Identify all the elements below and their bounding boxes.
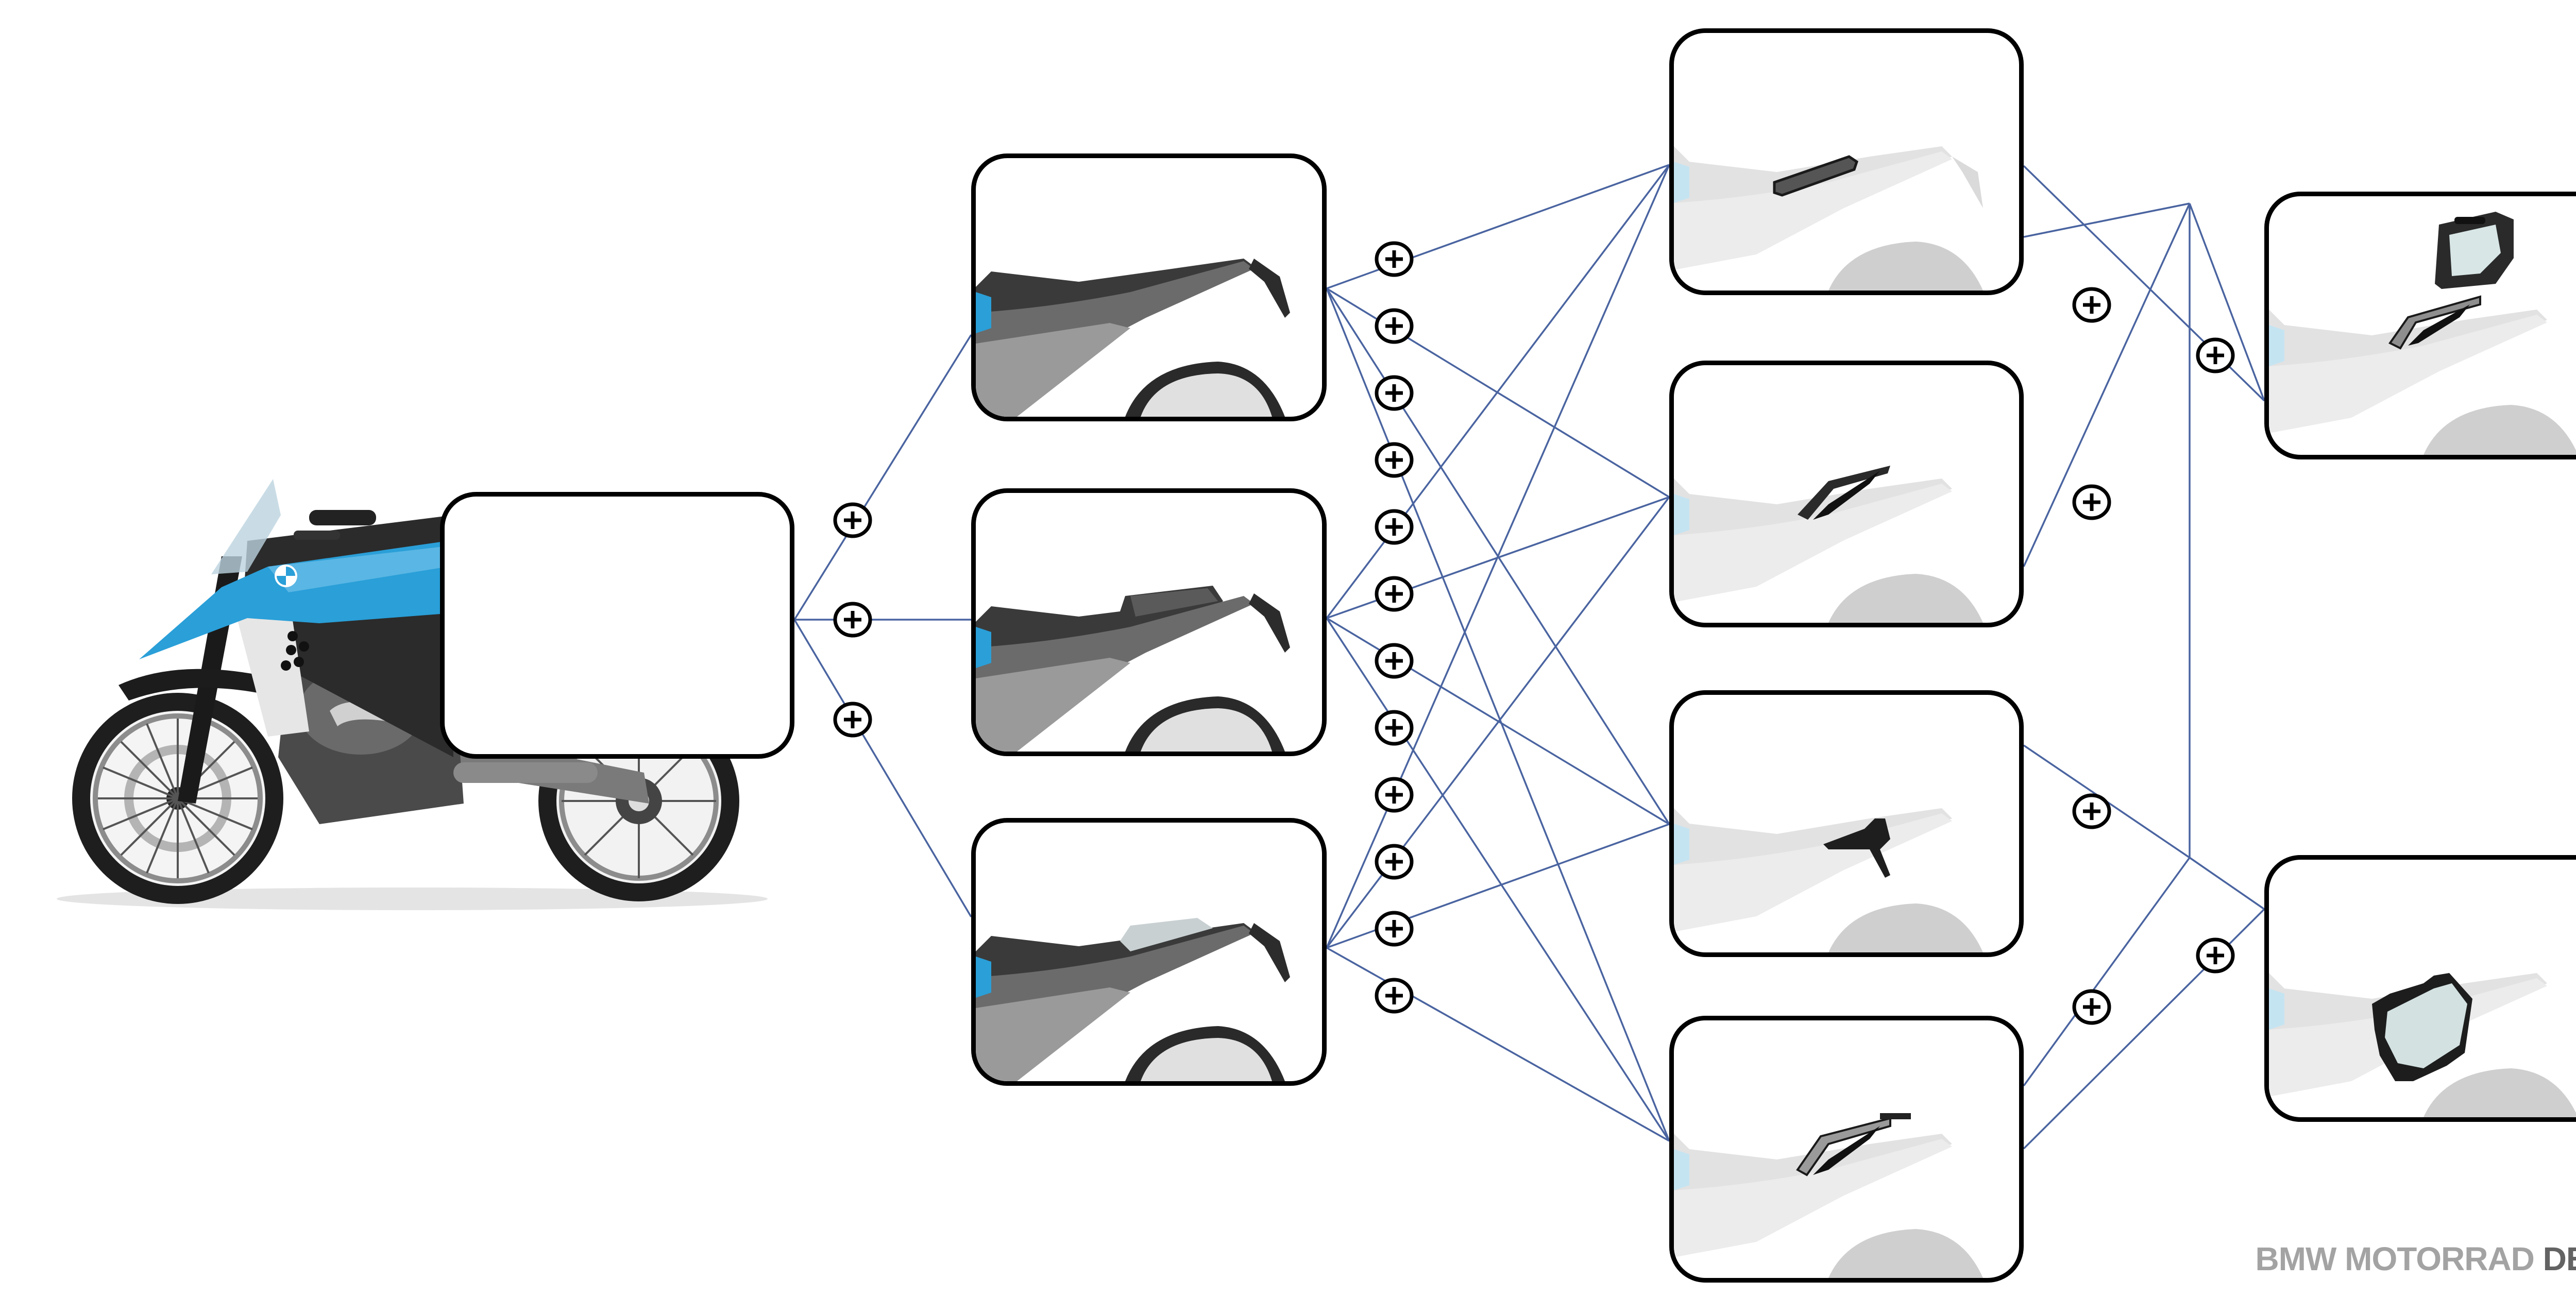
plus-operator-icon [833, 602, 872, 638]
low-grab-handle-illustration [1674, 146, 1983, 291]
edge-l1-c-l2-d [1326, 947, 1670, 1142]
plus-operator-icon [2072, 989, 2111, 1025]
plus-operator-icon [1375, 777, 1414, 813]
root-config-box[interactable] [440, 492, 794, 759]
side-pannier-illustration [2269, 973, 2576, 1117]
level3-box-b[interactable] [2264, 855, 2576, 1122]
brand-dark-text: DESIGN [2543, 1240, 2576, 1277]
level1-box-a[interactable] [971, 153, 1327, 421]
edge-l1-a-l2-a [1326, 164, 1670, 289]
plus-operator-icon [2196, 937, 2235, 974]
raised-pillion-seat-illustration [976, 586, 1290, 752]
edge-l1-c-l2-a [1326, 164, 1670, 948]
plus-operator-icon [1375, 978, 1414, 1014]
level2-box-b[interactable] [1669, 361, 2024, 627]
rear-seat-grey-insert-illustration [976, 918, 1290, 1081]
front-wheel [72, 693, 283, 904]
plus-operator-icon [1375, 710, 1414, 746]
plus-operator-icon [1375, 241, 1414, 277]
plus-operator-icon [1375, 911, 1414, 947]
plus-operator-icon [1375, 442, 1414, 478]
level3-box-a[interactable] [2264, 192, 2576, 459]
edge-l1-b-l2-d [1326, 618, 1670, 1141]
edge-l2-b-trunk [2023, 203, 2191, 567]
edge-l1-b-l2-a [1326, 164, 1670, 619]
plus-operator-icon [833, 502, 872, 538]
edge-trunk-l3-a [2189, 203, 2265, 401]
plus-operator-icon [2072, 287, 2111, 323]
plus-operator-icon [2196, 337, 2235, 373]
level1-box-c[interactable] [971, 818, 1327, 1086]
edge-l2-d-trunk [2023, 857, 2191, 1087]
brand-wordmark: BMW MOTORRAD DESIGN [2255, 1240, 2576, 1278]
black-luggage-rack-illustration [1674, 466, 1983, 623]
operator-layer [833, 241, 2235, 1025]
plus-operator-icon [2072, 793, 2111, 829]
plus-operator-icon [2072, 484, 2111, 520]
chrome-luggage-rack-illustration [1674, 1113, 1983, 1278]
brand-light-text: BMW MOTORRAD [2255, 1240, 2534, 1277]
plus-operator-icon [833, 702, 872, 738]
edge-trunk-l3-b [2189, 857, 2265, 910]
tail-light-holder-illustration [1674, 808, 1983, 952]
plus-operator-icon [1375, 308, 1414, 344]
plus-operator-icon [1375, 844, 1414, 880]
edge-root-l1-c [793, 619, 972, 917]
edge-l1-a-l2-d [1326, 288, 1670, 1141]
level2-box-c[interactable] [1669, 690, 2024, 957]
plus-operator-icon [1375, 643, 1414, 679]
plus-operator-icon [1375, 509, 1414, 545]
plus-operator-icon [1375, 375, 1414, 411]
level2-box-d[interactable] [1669, 1016, 2024, 1283]
rear-seat-standard-illustration [976, 259, 1290, 417]
plus-operator-icon [1375, 576, 1414, 612]
level1-box-b[interactable] [971, 488, 1327, 756]
edge-root-l1-a [793, 334, 972, 620]
bmw-roundel-icon [275, 565, 297, 587]
top-case-illustration [2269, 212, 2576, 455]
edge-l2-a-trunk [2023, 202, 2190, 238]
windscreen [211, 479, 281, 574]
level2-box-a[interactable] [1669, 28, 2024, 295]
